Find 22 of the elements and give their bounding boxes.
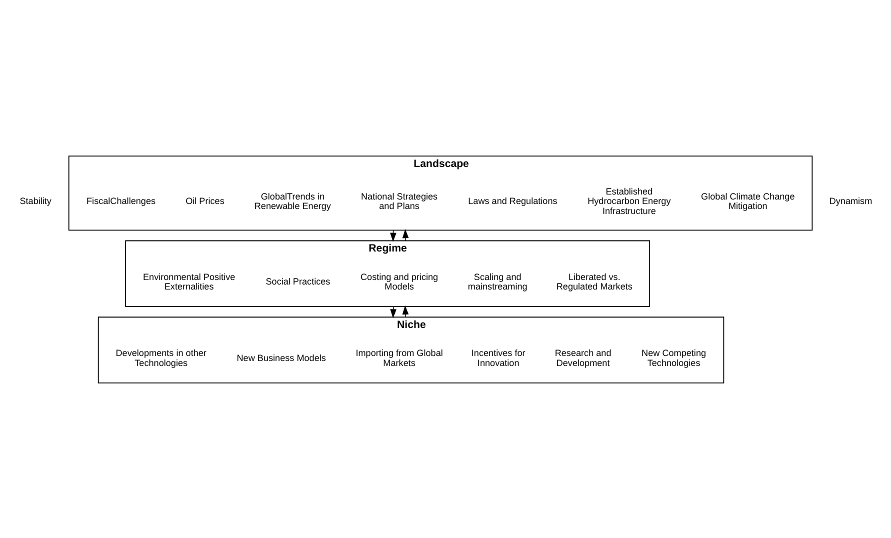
node-text: FiscalChallenges: [86, 196, 156, 206]
node-text: Costing and pricing Models: [360, 271, 438, 292]
node-text: Global Climate Change Mitigation: [700, 190, 794, 211]
node-text: Developments in other Technologies: [115, 348, 206, 368]
arrow: [402, 304, 408, 318]
node-text: National Strategies and Plans: [360, 190, 438, 211]
node-text: Established Hydrocarbon Energy Infrastructure: [587, 186, 670, 216]
node-text: GlobalTrends in Renewable Energy: [254, 190, 330, 211]
node-text: Importing from Global Markets: [355, 348, 442, 368]
node-text: Environmental Positive Externalities: [142, 271, 235, 292]
node-text: Laws and Regulations: [468, 196, 557, 206]
node-text: Incentives for Innovation: [470, 348, 525, 368]
node-text: Oil Prices: [185, 196, 224, 206]
node-text: Social Practices: [265, 276, 330, 286]
label: Stability: [19, 196, 51, 206]
node-text: Liberated vs. Regulated Markets: [556, 271, 632, 292]
arrow: [402, 228, 408, 241]
label: Dynamism: [828, 196, 872, 206]
node-text: New Competing Technologies: [641, 348, 706, 368]
node-text: Scaling and mainstreaming: [467, 271, 527, 292]
node-text: New Business Models: [236, 352, 326, 363]
node-text: Research and Development: [554, 348, 611, 368]
